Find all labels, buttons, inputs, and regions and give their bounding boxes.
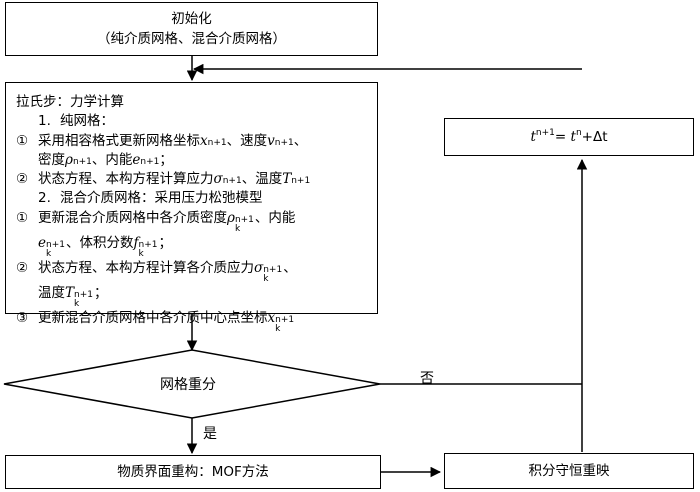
remap-label: 积分守恒重映 (528, 463, 610, 479)
mixed-grid-heading: 2.混合介质网格：采用压力松弛模型 (38, 190, 263, 207)
timestep-equation: tn+1= tn+Δt (530, 128, 608, 146)
calc-heading: 拉氏步：力学计算 (16, 94, 124, 110)
timestep-box: tn+1= tn+Δt (444, 118, 694, 156)
remap-box: 积分守恒重映 (444, 453, 694, 489)
decision-yes-label: 是 (203, 426, 217, 442)
init-subtitle: （纯介质网格、混合介质网格） (97, 31, 286, 47)
decision-no-label: 否 (420, 371, 434, 387)
init-title: 初始化 (171, 11, 212, 27)
pure-grid-heading: 1.纯网格： (38, 113, 114, 130)
decision-label: 网格重分 (160, 377, 216, 393)
interface-reconstruction-box: 物质界面重构：MOF方法 (5, 455, 381, 489)
interface-label: 物质界面重构：MOF方法 (117, 464, 269, 480)
decision-diamond (3, 349, 381, 419)
init-box: 初始化 （纯介质网格、混合介质网格） (5, 2, 378, 56)
